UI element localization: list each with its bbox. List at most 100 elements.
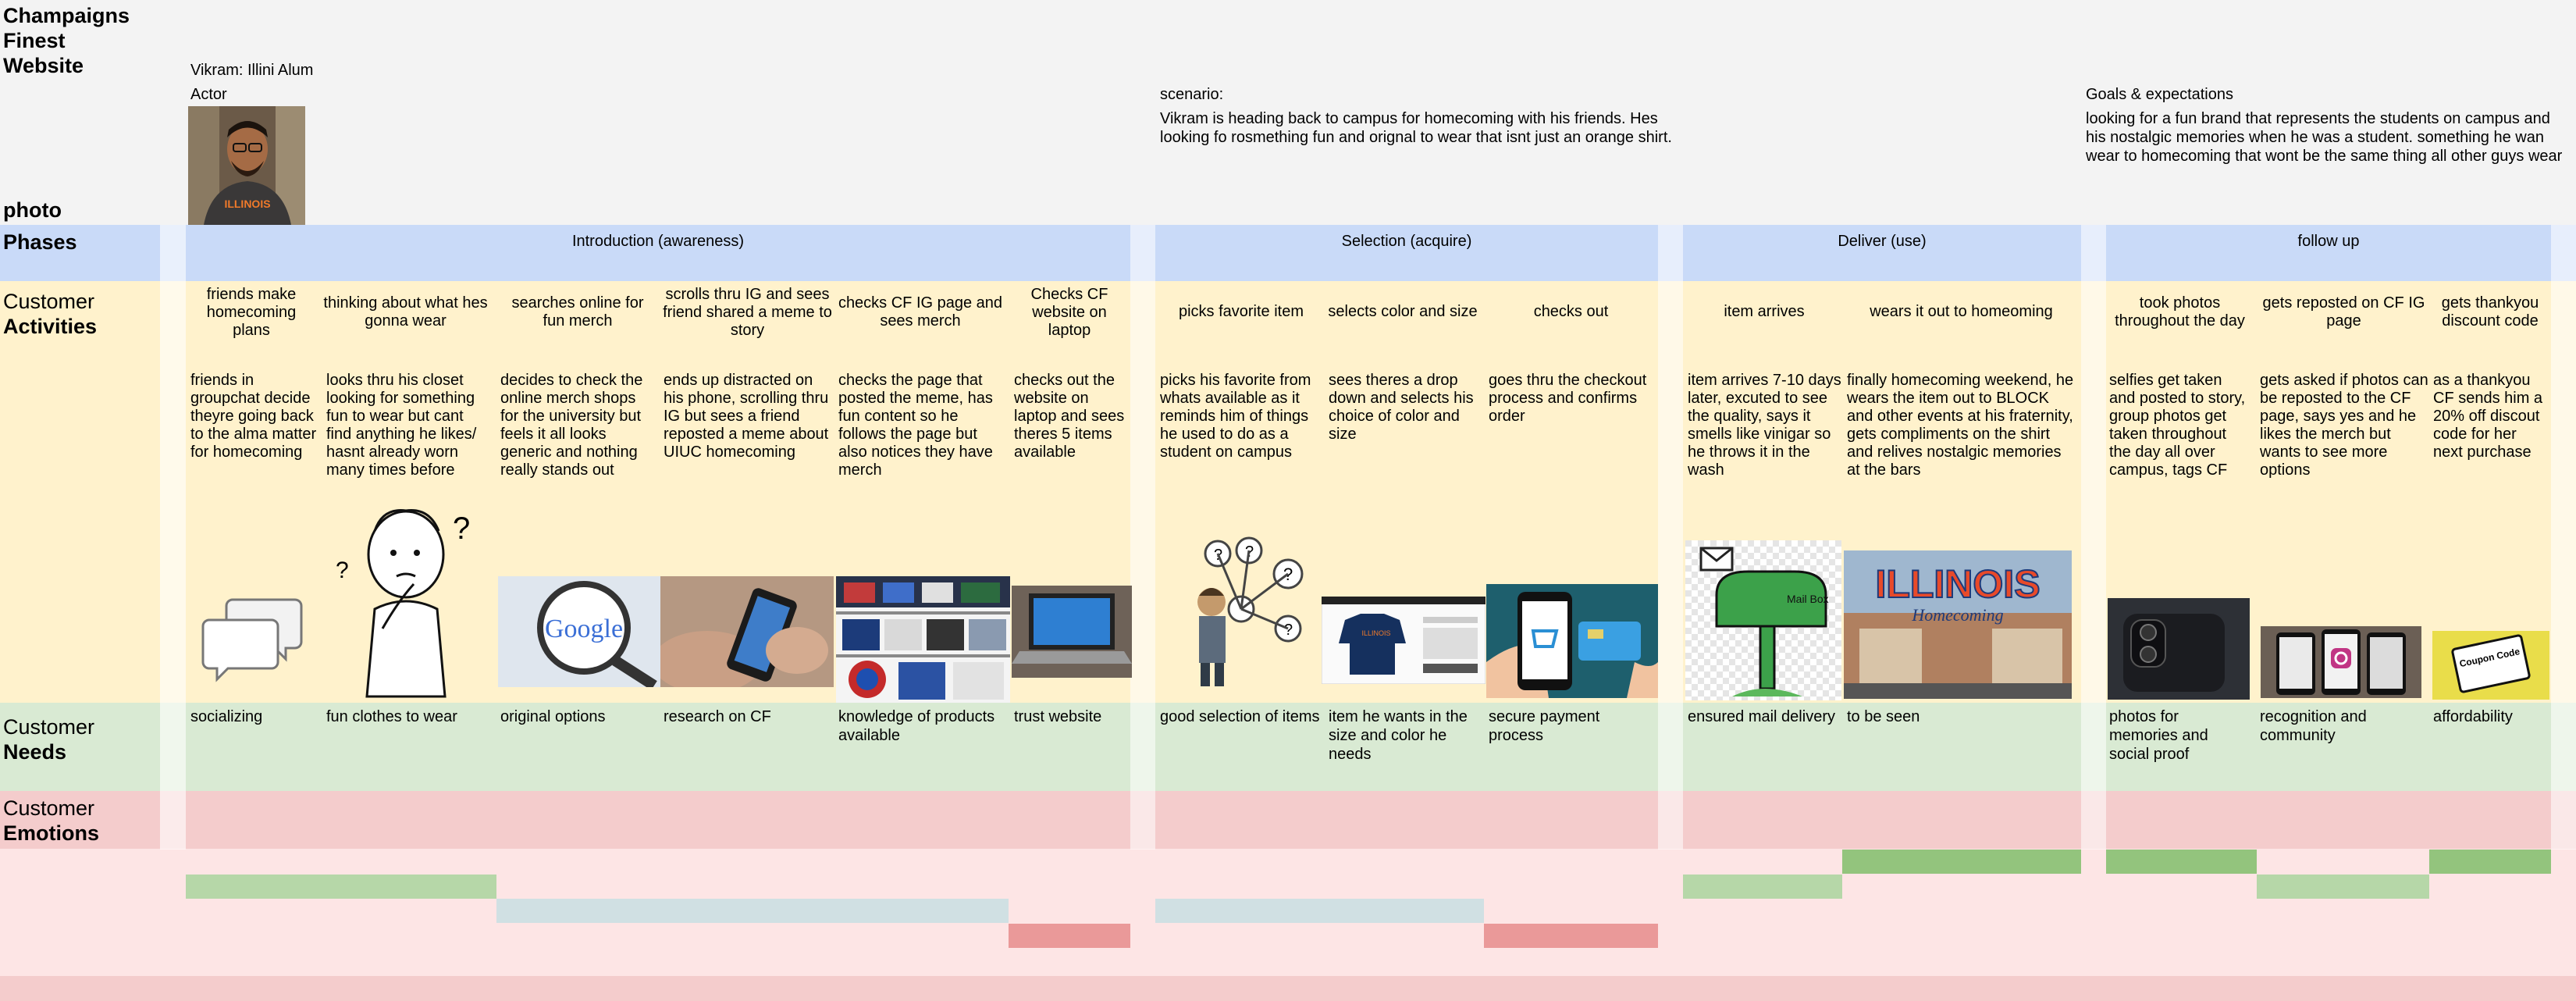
emotion-bar	[1009, 924, 1130, 948]
row-label-line: Needs	[3, 740, 67, 764]
customer-need: item he wants in the size and color he n…	[1329, 708, 1468, 763]
choice-person-icon: ? ? ? ?	[1171, 535, 1311, 691]
phase-deliver: Deliver (use)	[1683, 225, 2081, 281]
activity-title: checks out	[1533, 303, 1609, 320]
homecoming-icon: ILLINOIS Homecoming	[1844, 550, 2072, 699]
activity-title: picks favorite item	[1178, 303, 1304, 320]
activity-description: sees theres a drop down and selects his …	[1329, 372, 1474, 443]
actor-photo: ILLINOIS	[188, 106, 305, 225]
activity-description: gets asked if photos can be reposted to …	[2260, 372, 2428, 479]
emotion-bar	[1155, 899, 1484, 923]
phase-divider	[2081, 225, 2106, 850]
svg-text:Google: Google	[545, 614, 623, 643]
phase-selection: Selection (acquire)	[1155, 225, 1658, 281]
activity-description: ends up distracted on his phone, scrolli…	[664, 372, 829, 461]
emotions-row-label: Customer Emotions	[3, 796, 99, 846]
needs-row-label: Customer Needs	[3, 714, 94, 764]
phase-introduction: Introduction (awareness)	[186, 225, 1130, 281]
emotions-baseline-band	[0, 976, 2576, 1001]
customer-need: trust website	[1014, 708, 1102, 725]
phone-scroll-icon	[660, 576, 834, 687]
phases-row-label: Phases	[3, 230, 77, 254]
row-label-line: Activities	[3, 315, 98, 338]
activity-description: friends in groupchat decide theyre going…	[190, 372, 317, 461]
laptop-icon	[1012, 586, 1132, 678]
customer-need: ensured mail delivery	[1688, 708, 1835, 725]
chat-bubbles-icon	[201, 593, 303, 687]
activity-description: picks his favorite from whats available …	[1160, 372, 1311, 461]
instagram-phones-icon	[2261, 626, 2421, 698]
activity-title: scrolls thru IG and sees friend shared a…	[663, 286, 832, 339]
svg-text:Mail Box: Mail Box	[1787, 593, 1829, 605]
label-column-divider	[160, 225, 186, 850]
activity-description: checks the page that posted the meme, ha…	[838, 372, 993, 479]
activity-description: item arrives 7-10 days later, excuted to…	[1688, 372, 1841, 479]
customer-need: good selection of items	[1160, 708, 1320, 725]
emotion-bar	[496, 899, 1009, 923]
emotion-bar	[2106, 850, 2257, 874]
customer-need: research on CF	[664, 708, 771, 725]
actor-label: Actor	[190, 86, 227, 103]
row-label-line: Customer	[3, 796, 95, 820]
row-label-line: Emotions	[3, 821, 100, 845]
scenario-text: Vikram is heading back to campus for hom…	[1160, 110, 1672, 146]
customer-need: recognition and community	[2260, 708, 2367, 744]
title-line: Website	[3, 54, 84, 77]
activity-description: decides to check the online merch shops …	[500, 372, 643, 479]
emotion-bar	[1484, 924, 1658, 948]
customer-need: affordability	[2433, 708, 2513, 725]
svg-text:?: ?	[453, 511, 470, 546]
activity-title: gets reposted on CF IG page	[2262, 294, 2425, 330]
right-edge-divider	[2551, 225, 2576, 850]
goals-text: looking for a fun brand that represents …	[2086, 110, 2563, 165]
activity-title: item arrives	[1724, 303, 1805, 320]
activity-description: finally homecoming weekend, he wears the…	[1847, 372, 2074, 479]
page-title: Champaigns Finest Website	[3, 3, 130, 78]
activity-title: checks CF IG page and sees merch	[838, 294, 1003, 330]
mobile-payment-icon	[1486, 584, 1658, 698]
search-engine-icon: Google	[498, 576, 660, 687]
scenario-label: scenario:	[1160, 86, 1224, 103]
thinking-person-icon: ? ?	[328, 492, 484, 699]
activity-description: as a thankyou CF sends him a 20% off dis…	[2433, 372, 2543, 461]
activities-row-label: Customer Activities	[3, 289, 97, 339]
photo-row-label: photo	[3, 198, 62, 222]
needs-band	[0, 703, 2576, 791]
camera-phone-icon	[2108, 598, 2250, 700]
goals-label: Goals & expectations	[2086, 86, 2233, 103]
phase-divider	[1658, 225, 1683, 850]
activity-description: checks out the website on laptop and see…	[1014, 372, 1125, 461]
activity-title: took photos throughout the day	[2115, 294, 2245, 330]
title-line: Champaigns	[3, 4, 130, 27]
activity-title: thinking about what hes gonna wear	[323, 294, 488, 330]
svg-text:?: ?	[336, 557, 349, 583]
customer-need: secure payment process	[1489, 708, 1600, 744]
emotions-row-band	[0, 791, 2576, 849]
activity-title: searches online for fun merch	[511, 294, 644, 330]
emotion-bar	[186, 875, 496, 899]
svg-text:ILLINOIS: ILLINOIS	[224, 198, 270, 210]
customer-need: knowledge of products available	[838, 708, 995, 744]
phase-divider	[1130, 225, 1155, 850]
activity-title: selects color and size	[1328, 303, 1478, 320]
coupon-icon: Coupon Code	[2432, 631, 2549, 700]
row-label-line: Customer	[3, 715, 95, 739]
svg-text:?: ?	[1284, 622, 1293, 639]
activity-title: Checks CF website on laptop	[1030, 286, 1108, 339]
customer-need: fun clothes to wear	[326, 708, 457, 725]
row-label-line: Customer	[3, 290, 95, 313]
mailbox-icon: Mail Box	[1685, 540, 1841, 700]
activity-description: selfies get taken and posted to story, g…	[2109, 372, 2246, 479]
merch-shelf-icon	[836, 576, 1010, 703]
customer-need: original options	[500, 708, 606, 725]
phase-follow-up: follow up	[2106, 225, 2551, 281]
activity-description: goes thru the checkout process and confi…	[1489, 372, 1647, 425]
activity-title: wears it out to homeoming	[1870, 303, 2053, 320]
activity-title: friends make homecoming plans	[206, 286, 297, 339]
svg-text:ILLINOIS: ILLINOIS	[1875, 562, 2040, 606]
actor-portrait-icon: ILLINOIS	[188, 106, 305, 225]
customer-need: to be seen	[1847, 708, 1920, 725]
emotion-bar	[1842, 850, 2081, 874]
activity-title: gets thankyou discount code	[2441, 294, 2539, 330]
customer-need: photos for memories and social proof	[2109, 708, 2208, 763]
